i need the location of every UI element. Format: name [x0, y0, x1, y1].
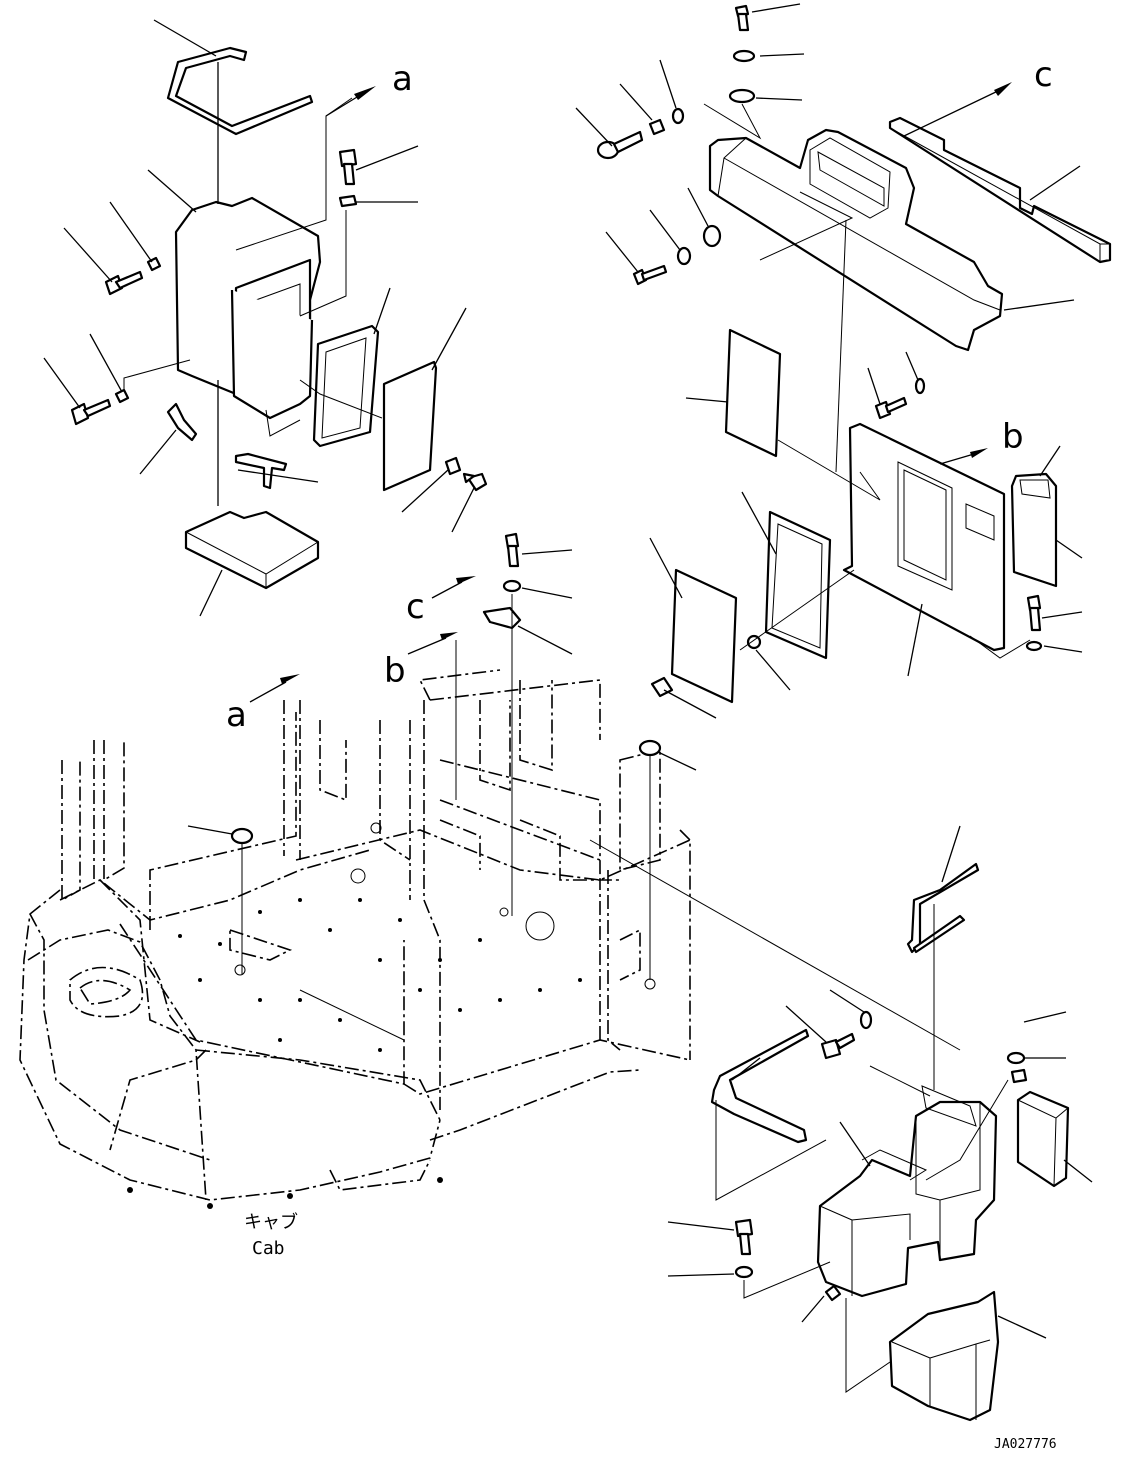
cab-leaders [187, 532, 961, 1051]
label-cab-jp: キャブ [244, 1211, 298, 1233]
left-cover-assembly [70, 46, 488, 590]
right-leaders [575, 3, 1083, 719]
label-a-top: a [392, 59, 413, 99]
drawing-id: JA027776 [994, 1437, 1057, 1452]
cab-floor-holes [127, 822, 656, 1209]
right-cover-assembly [596, 4, 1112, 704]
label-c-cab: c [406, 587, 425, 627]
label-c-top: c [1034, 55, 1053, 95]
cab-frame [19, 669, 691, 1201]
label-cab-en: Cab [252, 1238, 285, 1259]
label-a-cab: a [226, 695, 247, 735]
label-b-cab: b [384, 651, 406, 691]
bottom-right-assembly [710, 862, 1070, 1422]
label-b-right: b [1002, 417, 1024, 457]
bottom-right-leaders [667, 825, 1093, 1393]
left-leaders [43, 19, 475, 617]
